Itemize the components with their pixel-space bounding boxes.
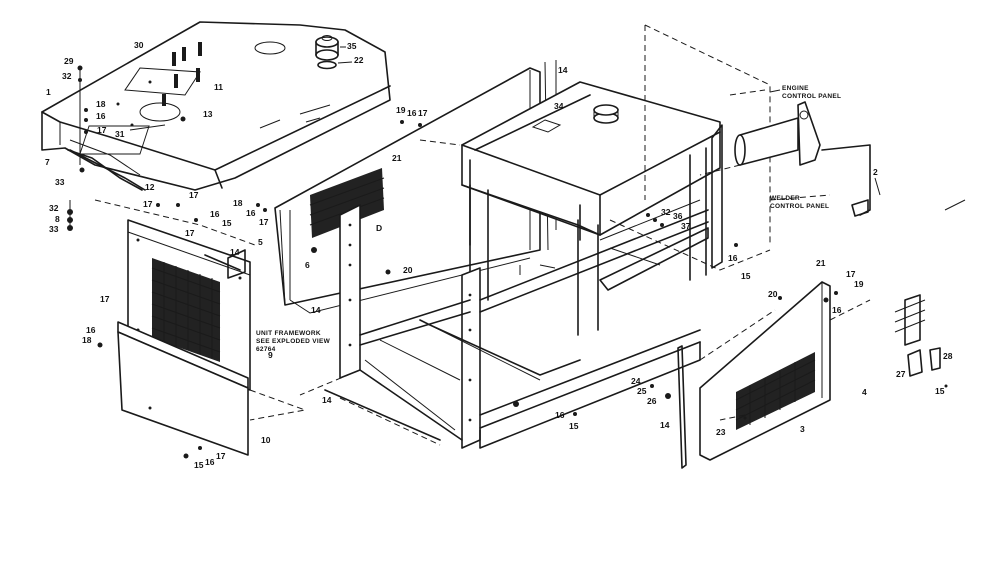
callout-c24: 24 bbox=[631, 376, 641, 386]
callout-c33a: 33 bbox=[55, 177, 65, 187]
callout-c26: 26 bbox=[647, 396, 657, 406]
fuel-tank bbox=[461, 81, 721, 246]
note-unit-framework: UNIT FRAMEWORK SEE EXPLODED VIEW 62764 bbox=[256, 330, 331, 353]
control-panel-bracket bbox=[699, 101, 881, 217]
callout-c15c: 15 bbox=[569, 421, 579, 431]
callout-c25: 25 bbox=[637, 386, 647, 396]
callout-c30: 30 bbox=[134, 40, 144, 50]
callout-c20a: 20 bbox=[403, 265, 413, 275]
rear-grille-louvers bbox=[310, 168, 384, 238]
callout-c14a: 14 bbox=[558, 65, 568, 75]
callout-c32a: 32 bbox=[62, 71, 72, 81]
callout-c29: 29 bbox=[64, 56, 74, 66]
callout-c9: 9 bbox=[268, 350, 273, 360]
callout-c17b: 17 bbox=[143, 199, 153, 209]
callout-c3: 3 bbox=[800, 424, 805, 434]
callout-c17e: 17 bbox=[259, 217, 269, 227]
callout-c16b: 16 bbox=[210, 209, 220, 219]
callout-c17f: 17 bbox=[418, 108, 428, 118]
callout-c16a: 16 bbox=[96, 111, 106, 121]
callout-c17h: 17 bbox=[216, 451, 226, 461]
callout-c7: 7 bbox=[45, 157, 50, 167]
svg-text:62764: 62764 bbox=[256, 346, 276, 353]
unit-framework bbox=[339, 24, 771, 449]
callout-c21b: 21 bbox=[816, 258, 826, 268]
callout-c2: 2 bbox=[873, 167, 878, 177]
callout-c34: 34 bbox=[554, 101, 564, 111]
callout-c15d: 15 bbox=[741, 271, 751, 281]
callout-c17a: 17 bbox=[97, 125, 107, 135]
callout-c32c: 32 bbox=[661, 207, 671, 217]
callout-c14c: 14 bbox=[311, 305, 321, 315]
callout-c14b: 14 bbox=[230, 247, 240, 257]
callout-c16d: 16 bbox=[407, 108, 417, 118]
svg-text:UNIT FRAMEWORK: UNIT FRAMEWORK bbox=[256, 330, 321, 337]
callout-c10: 10 bbox=[261, 435, 271, 445]
svg-text:SEE EXPLODED VIEW: SEE EXPLODED VIEW bbox=[256, 338, 331, 345]
svg-text:ENGINE: ENGINE bbox=[782, 85, 809, 92]
callout-c33b: 33 bbox=[49, 224, 59, 234]
callout-c15e: 15 bbox=[935, 386, 945, 396]
callout-c18b: 18 bbox=[233, 198, 243, 208]
callout-c23: 23 bbox=[716, 427, 726, 437]
callout-c19b: 19 bbox=[854, 279, 864, 289]
side-grille-panel bbox=[699, 281, 831, 461]
callout-c12: 12 bbox=[145, 182, 155, 192]
callout-c14e: 14 bbox=[660, 420, 670, 430]
callout-c16c: 16 bbox=[246, 208, 256, 218]
callout-c16f: 16 bbox=[205, 457, 215, 467]
callout-c32b: 32 bbox=[49, 203, 59, 213]
lower-front-panel bbox=[117, 321, 249, 456]
hardware-left bbox=[67, 65, 143, 231]
callout-c6: 6 bbox=[305, 260, 310, 270]
callout-c14d: 14 bbox=[322, 395, 332, 405]
top-cover bbox=[41, 21, 391, 191]
callout-c11: 11 bbox=[214, 82, 223, 92]
front-grille-louvers bbox=[152, 258, 220, 362]
callout-c37: 37 bbox=[681, 221, 691, 231]
callout-c4: 4 bbox=[862, 387, 867, 397]
callout-cD: D bbox=[376, 223, 382, 233]
svg-text:WELDER: WELDER bbox=[770, 195, 800, 202]
callout-c15a: 15 bbox=[222, 218, 232, 228]
callout-c27: 27 bbox=[896, 369, 906, 379]
callout-c19a: 19 bbox=[396, 105, 406, 115]
callout-c17c: 17 bbox=[189, 190, 199, 200]
callout-c16e: 16 bbox=[86, 325, 96, 335]
callout-c16g: 16 bbox=[555, 410, 565, 420]
callout-c31: 31 bbox=[115, 129, 125, 139]
callout-c18a: 18 bbox=[96, 99, 106, 109]
note-welder-control-panel: WELDER CONTROL PANEL bbox=[770, 195, 829, 210]
hardware-right bbox=[97, 120, 966, 459]
callout-c13: 13 bbox=[203, 109, 213, 119]
part-callouts: 1234567891011121314141414141515151515161… bbox=[45, 40, 953, 470]
callout-c8: 8 bbox=[55, 214, 60, 224]
svg-text:CONTROL PANEL: CONTROL PANEL bbox=[770, 203, 829, 210]
callout-c21a: 21 bbox=[392, 153, 402, 163]
fuel-cap bbox=[315, 35, 353, 70]
callout-c17d: 17 bbox=[185, 228, 195, 238]
svg-text:CONTROL PANEL: CONTROL PANEL bbox=[782, 93, 841, 100]
callout-c22: 22 bbox=[354, 55, 364, 65]
callout-c36: 36 bbox=[673, 211, 683, 221]
explode-lines bbox=[94, 89, 871, 421]
callout-c35: 35 bbox=[347, 41, 357, 51]
callout-c20b: 20 bbox=[768, 289, 778, 299]
callout-c16h: 16 bbox=[728, 253, 738, 263]
callout-c1: 1 bbox=[46, 87, 51, 97]
callout-c15b: 15 bbox=[194, 460, 204, 470]
callout-c5: 5 bbox=[258, 237, 263, 247]
callout-c18c: 18 bbox=[82, 335, 92, 345]
callout-c17i: 17 bbox=[846, 269, 856, 279]
callout-c28: 28 bbox=[943, 351, 953, 361]
callout-c17g: 17 bbox=[100, 294, 110, 304]
callout-c16i: 16 bbox=[832, 305, 842, 315]
side-strips bbox=[227, 249, 687, 469]
note-engine-control-panel: ENGINE CONTROL PANEL bbox=[769, 85, 841, 100]
